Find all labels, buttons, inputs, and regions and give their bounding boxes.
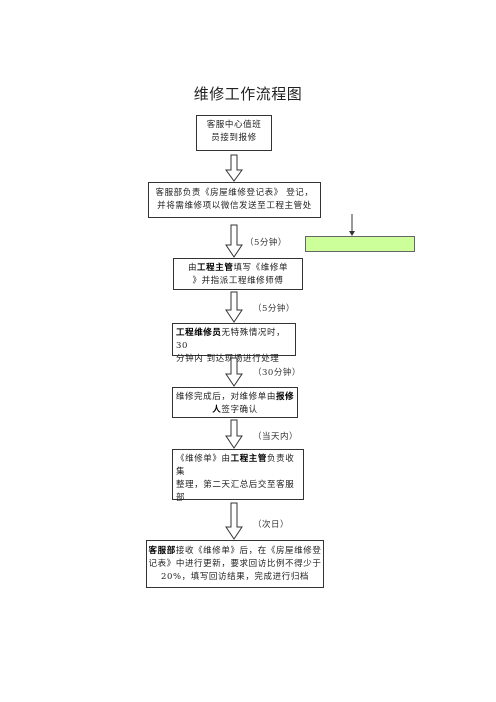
flowchart-title: 维修工作流程图	[193, 85, 303, 103]
step-collect-orders: 《维修单》由工程主管负责收集 整理，第二天汇总后交至客服部	[172, 449, 304, 503]
arrow-3-4	[225, 291, 243, 323]
step-register-form: 客服部负责《房屋维修登记表》 登记， 并将需维修项以微信发送至工程主管处	[148, 182, 321, 218]
step-6-bold: 工程主管	[230, 454, 268, 464]
step-6-post: 负责收集 整理，第二天汇总后交至客服部	[176, 454, 295, 503]
arrow-2-3	[225, 224, 243, 258]
step-4-post: 无特殊情况时，30 分钟内 到达现场进行处理	[176, 328, 286, 364]
step-1-text: 客服中心值班 员接到报修	[206, 120, 262, 143]
arrow-6-7	[225, 502, 243, 540]
step-6-pre: 《维修单》由	[176, 454, 231, 464]
step-sign-confirm: 维修完成后，对维修单由报修 人签字确认	[172, 387, 298, 418]
time-label-2: （5分钟）	[253, 304, 295, 314]
time-label-4: （当天内）	[253, 432, 299, 442]
step-5-post: 签字确认	[221, 405, 258, 415]
arrow-5-6	[225, 419, 243, 449]
step-3-post: 填写《维修单 》并指派工程维修师傅	[192, 263, 289, 286]
step-4-bold: 工程维修员	[176, 328, 222, 338]
step-receive-report: 客服中心值班 员接到报修	[196, 115, 272, 151]
step-2-text: 客服部负责《房屋维修登记表》 登记， 并将需维修项以微信发送至工程主管处	[155, 188, 314, 211]
time-label-1: （5分钟）	[245, 238, 287, 248]
step-3-bold: 工程主管	[197, 263, 234, 273]
step-7-post: 接收《维修单》后，在《房屋维修登 记表》中进行更新，要求回访比例不得少于 20%…	[148, 546, 322, 582]
side-note-box	[305, 236, 415, 252]
arrow-1-2	[225, 154, 243, 182]
time-label-5: （次日）	[253, 520, 290, 530]
step-archive: 客服部接收《维修单》后，在《房屋维修登 记表》中进行更新，要求回访比例不得少于 …	[146, 540, 324, 588]
step-5-bold: 报修 人	[212, 392, 295, 415]
step-3-pre: 由	[187, 263, 198, 273]
step-5-pre: 维修完成后，对维修单由	[175, 392, 276, 402]
step-fill-repair-order: 由工程主管填写《维修单 》并指派工程维修师傅	[173, 258, 303, 290]
time-label-3: （30分钟）	[253, 368, 301, 378]
side-arrow-head	[349, 231, 355, 236]
step-on-site-repair: 工程维修员无特殊情况时，30 分钟内 到达现场进行处理	[172, 323, 296, 364]
step-7-bold: 客服部	[148, 546, 176, 556]
arrow-4-5	[225, 357, 243, 387]
